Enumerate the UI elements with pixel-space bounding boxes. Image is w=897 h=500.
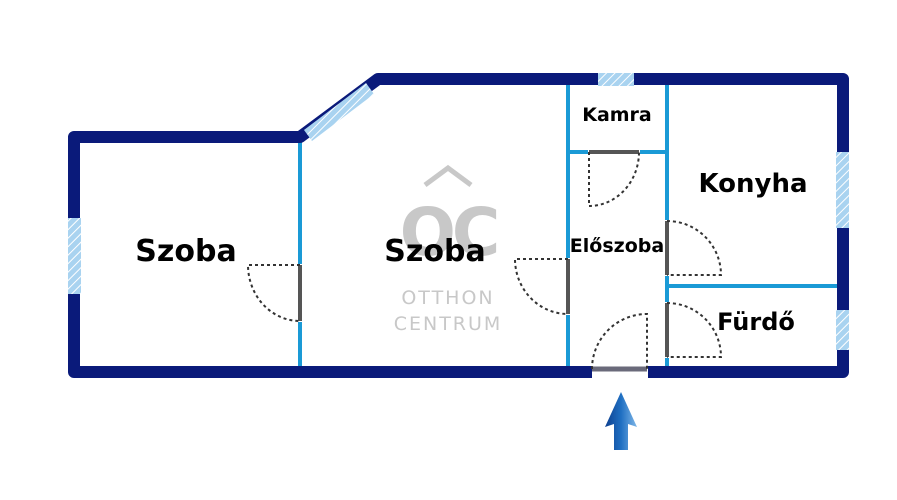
- window-furdo: [836, 310, 849, 350]
- room-label-furdo: Fürdő: [717, 308, 795, 336]
- window-left: [68, 218, 81, 294]
- door-szoba-left: [246, 264, 302, 322]
- door-entrance: [591, 312, 648, 372]
- watermark-roof-icon: [423, 164, 473, 188]
- outer-wall: [68, 73, 849, 378]
- room-label-kamra: Kamra: [582, 104, 652, 126]
- room-labels: Szoba Szoba Kamra Konyha Előszoba Fürdő: [135, 104, 807, 336]
- entrance-arrow-icon: [605, 392, 637, 450]
- door-kamra: [588, 150, 640, 208]
- room-label-eloszoba: Előszoba: [570, 235, 664, 257]
- watermark-line2: CENTRUM: [394, 313, 503, 335]
- watermark: OC OTTHON CENTRUM: [394, 164, 503, 335]
- room-label-szoba-center: Szoba: [384, 234, 485, 269]
- watermark-line1: OTTHON: [401, 287, 494, 309]
- window-konyha: [836, 152, 849, 228]
- window-diagonal: [304, 83, 374, 141]
- room-label-konyha: Konyha: [698, 169, 807, 199]
- window-top: [598, 73, 634, 86]
- windows: [68, 73, 849, 350]
- room-label-szoba-left: Szoba: [135, 234, 236, 269]
- door-szoba-center: [513, 258, 570, 315]
- door-furdo: [665, 302, 723, 358]
- door-konyha: [665, 220, 723, 276]
- watermark-logo: OC: [400, 194, 497, 271]
- doors: [246, 150, 723, 372]
